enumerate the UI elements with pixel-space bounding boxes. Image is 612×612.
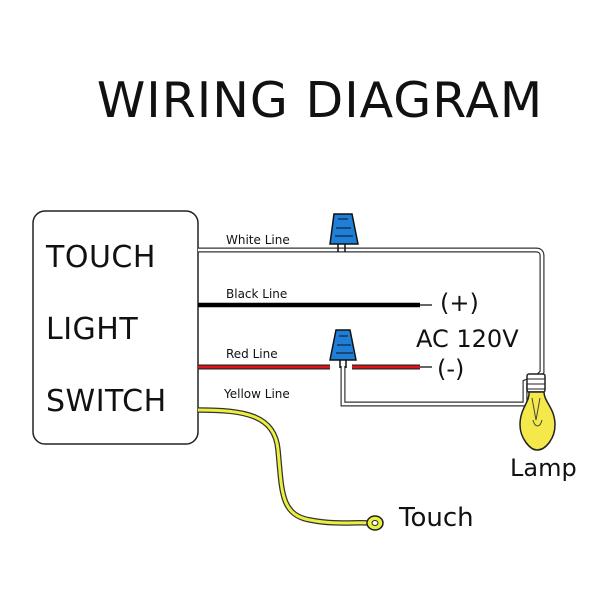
switch-box-label-light: LIGHT — [46, 312, 139, 347]
red-line-label: Red Line — [226, 347, 278, 361]
switch-box — [32, 210, 199, 445]
white-wire — [198, 247, 545, 382]
power-minus-label: (-) — [437, 355, 465, 383]
red-wire-connector — [329, 329, 357, 368]
touch-ring-terminal — [366, 515, 384, 531]
white-line-label: White Line — [226, 233, 290, 247]
yellow-wire — [197, 407, 369, 526]
yellow-line-label: Yellow Line — [224, 387, 290, 401]
lamp-label: Lamp — [510, 454, 577, 482]
lamp-bulb-icon — [519, 373, 556, 451]
black-line-label: Black Line — [226, 287, 288, 301]
white-wire-connector — [329, 213, 359, 252]
power-supply-label: AC 120V — [416, 325, 519, 353]
power-plus-label: (+) — [440, 289, 479, 317]
touch-terminal-label: Touch — [399, 503, 474, 533]
switch-box-label-switch: SWITCH — [46, 384, 167, 419]
page-title: WIRING DIAGRAM — [96, 72, 544, 129]
switch-box-label-touch: TOUCH — [46, 240, 156, 275]
